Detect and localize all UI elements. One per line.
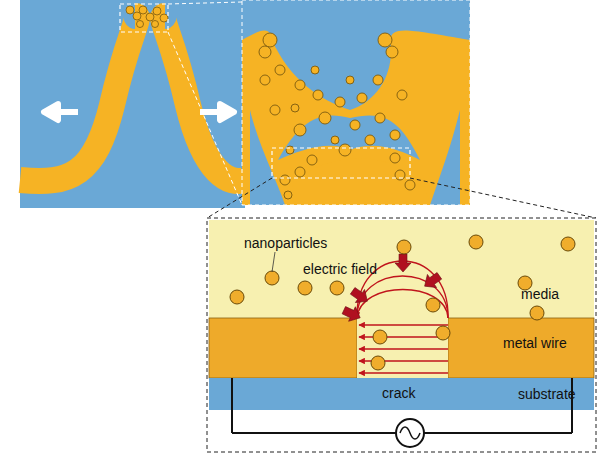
- nanoparticle: [375, 113, 385, 123]
- media-layer: [209, 220, 594, 318]
- nanoparticle: [530, 306, 544, 320]
- nanoparticle: [263, 33, 277, 47]
- nanoparticle: [350, 120, 360, 130]
- part-label: media: [521, 287, 559, 302]
- nanoparticle: [291, 104, 299, 112]
- nanoparticle: [469, 235, 483, 249]
- nanoparticle: [295, 80, 305, 90]
- metal-wire: [448, 318, 594, 378]
- nanoparticle: [365, 135, 375, 145]
- cracked-wire: [242, 31, 470, 205]
- nanoparticle: [307, 155, 317, 165]
- nanoparticle: [378, 33, 392, 47]
- part-label: substrate: [518, 387, 576, 402]
- nanoparticle: [331, 136, 339, 144]
- nanoparticle: [386, 46, 398, 58]
- nanoparticle: [357, 93, 367, 103]
- nanoparticle: [270, 105, 280, 115]
- nanoparticle: [561, 237, 575, 251]
- substrate-layer: [209, 378, 594, 410]
- nanoparticle: [330, 281, 344, 295]
- nanoparticle: [259, 46, 271, 58]
- substrate-panel: [20, 0, 245, 208]
- inset-panel: [242, 0, 470, 205]
- detail-panel: [207, 218, 596, 452]
- nanoparticle: [313, 90, 323, 100]
- stretched-wire: [20, 16, 245, 181]
- nanoparticle: [346, 76, 354, 84]
- nanoparticle: [294, 124, 306, 136]
- nanoparticle: [436, 326, 450, 340]
- nanoparticle: [265, 271, 279, 285]
- nanoparticle: [390, 153, 400, 163]
- part-label: crack: [382, 386, 415, 401]
- nanoparticle: [298, 281, 312, 295]
- nanoparticle: [426, 298, 440, 312]
- nanoparticle: [319, 112, 331, 124]
- nanoparticle: [295, 167, 305, 177]
- crack-gap: [357, 318, 448, 378]
- part-label: metal wire: [503, 336, 567, 351]
- nanoparticle: [260, 75, 270, 85]
- nanoparticle: [286, 146, 294, 154]
- nanoparticle: [373, 330, 387, 344]
- nanoparticle: [280, 175, 290, 185]
- nanoparticle: [339, 144, 351, 156]
- nanoparticle: [397, 90, 407, 100]
- part-label: nanoparticles: [244, 236, 327, 251]
- nanoparticle: [230, 290, 244, 304]
- nanoparticle: [311, 66, 319, 74]
- metal-wire: [209, 318, 357, 378]
- stretch-arrow: [200, 104, 234, 120]
- nanoparticle: [371, 356, 385, 370]
- nanoparticle: [335, 97, 345, 107]
- part-label: electric field: [303, 262, 377, 277]
- nanoparticle: [284, 191, 292, 199]
- nanoparticle: [373, 75, 383, 85]
- nanoparticle: [405, 180, 415, 190]
- nanoparticle: [275, 65, 285, 75]
- stretch-arrow: [44, 104, 78, 120]
- nanoparticle: [390, 130, 400, 140]
- nanoparticle: [397, 240, 411, 254]
